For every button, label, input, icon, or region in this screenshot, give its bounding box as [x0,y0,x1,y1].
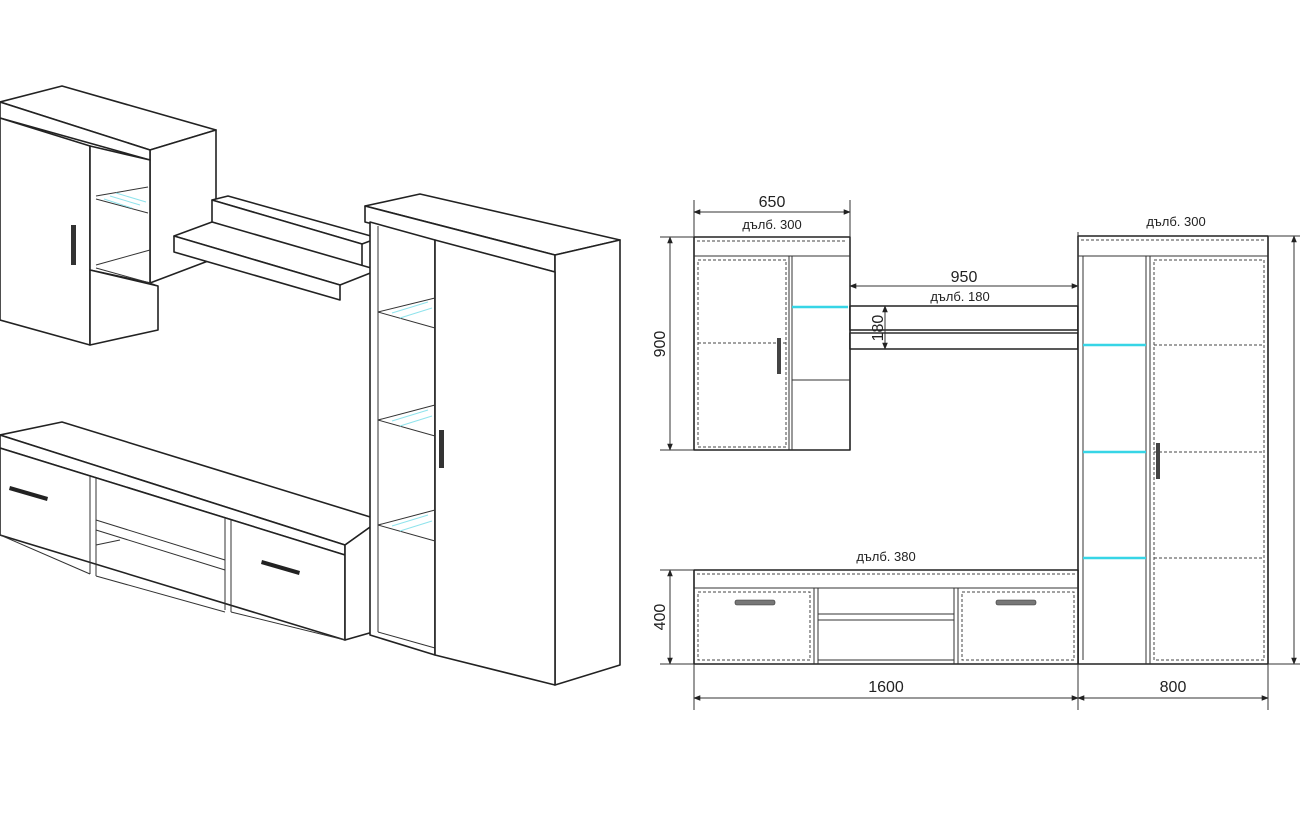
tall-cabinet-height-label: 1800 [1296,432,1300,468]
front-elevation: 650 дълб. 300 900 950 дълб. 180 180 дълб… [652,194,1300,710]
dimension-lines [660,200,1300,710]
iso-wall-cabinet [0,85,217,346]
front-tv-unit [693,569,1079,665]
tv-unit-height-label: 400 [652,604,669,631]
isometric-view [0,85,621,686]
front-wall-cabinet [693,236,851,451]
tv-unit-depth-label: дълб. 380 [856,549,915,564]
wall-cabinet-height-label: 900 [652,331,669,358]
wall-cabinet-depth-label: дълб. 300 [742,217,801,232]
tall-cabinet-depth-label: дълб. 300 [1146,214,1205,229]
tv-unit-width-label: 1600 [868,679,904,696]
front-wall-shelf [849,305,1079,350]
wall-cabinet-width-label: 650 [759,194,786,211]
iso-tall-cabinet [364,193,621,686]
iso-tv-unit [0,421,381,641]
shelf-depth-label: дълб. 180 [930,289,989,304]
shelf-width-label: 950 [951,269,978,286]
dimension-labels: 650 дълб. 300 900 950 дълб. 180 180 дълб… [652,194,1300,696]
tall-cabinet-width-label: 800 [1160,679,1187,696]
iso-wall-shelf [173,195,379,301]
front-tall-cabinet [1077,235,1269,665]
shelf-height-label: 180 [870,315,887,342]
